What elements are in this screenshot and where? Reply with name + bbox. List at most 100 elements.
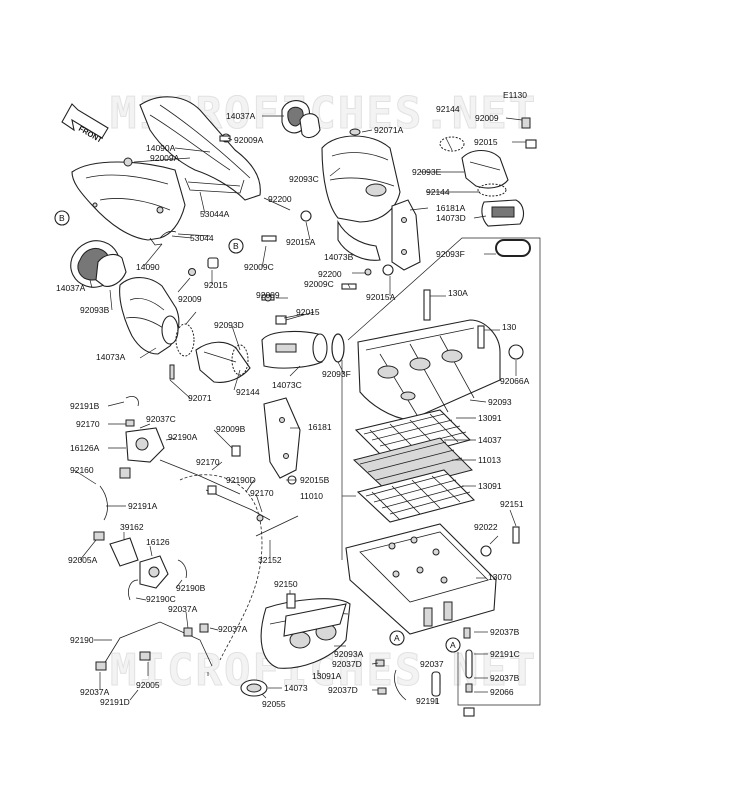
part-label: 92093A: [334, 649, 364, 659]
part-label: 92009C: [304, 279, 334, 289]
hose-92037: [431, 671, 441, 697]
part-label: 92015: [204, 280, 228, 290]
part-label: 92005A: [68, 555, 98, 565]
part-label: 92170: [76, 419, 100, 429]
part-label: 92200: [268, 194, 292, 204]
part-label: 11010: [300, 491, 323, 501]
part-label: 14090: [136, 262, 160, 272]
hose-92190: [103, 621, 213, 667]
seal-92093B: [95, 253, 127, 287]
seal-92093F-right: [495, 239, 531, 257]
cap-92066A: [508, 344, 524, 360]
part-label: 92009A: [234, 135, 264, 145]
part-label: 53044: [190, 233, 214, 243]
part-label: 16181: [308, 422, 332, 432]
part-label: 92009C: [244, 262, 274, 272]
part-label: 92144: [236, 387, 260, 397]
bracket-53044A: [184, 177, 245, 194]
part-label: 92037A: [80, 687, 110, 697]
part-label: 92190A: [168, 432, 198, 442]
part-label: 92190: [70, 635, 94, 645]
duct-14073B: [337, 219, 381, 261]
part-label: 14073: [284, 683, 308, 693]
part-label: 92009: [256, 290, 280, 300]
svg-text:B: B: [59, 213, 65, 223]
part-label: 92150: [274, 579, 298, 589]
part-label: 92170: [250, 488, 274, 498]
part-label: 92160: [70, 465, 94, 475]
part-label: 92093C: [289, 174, 319, 184]
part-label: 92191: [416, 696, 440, 706]
part-label: 92005: [136, 680, 160, 690]
clamp-92144-left: [175, 323, 195, 357]
part-label: 92037D: [332, 659, 362, 669]
cover-92093: [357, 319, 501, 421]
part-label: 92037C: [146, 414, 176, 424]
seal-92093F-left: [331, 333, 345, 363]
part-label: 92093E: [412, 167, 442, 177]
boot-92093E: [461, 149, 509, 189]
part-label: 92037: [420, 659, 444, 669]
part-label: 13091: [478, 413, 502, 423]
hose-92191: [394, 669, 407, 701]
part-label: 16126: [146, 537, 170, 547]
part-label: 92093F: [322, 369, 351, 379]
clamp-92144-top: [439, 136, 465, 152]
element-14037: [352, 437, 473, 493]
part-label: 92200: [318, 269, 342, 279]
part-label: 92037B: [490, 673, 520, 683]
part-label: 92015A: [366, 292, 396, 302]
hose-92190B: [177, 559, 187, 579]
part-label: 14090A: [146, 143, 176, 153]
leader-lines: [73, 115, 526, 704]
part-label: 92190D: [226, 475, 256, 485]
part-label: 14073B: [324, 252, 354, 262]
hose-92190C: [128, 579, 139, 601]
hose-92190A: [159, 459, 241, 495]
bolt-92150: [286, 593, 296, 609]
part-label: 11013: [478, 455, 501, 465]
part-label: 92190C: [146, 594, 176, 604]
part-label: 92190B: [176, 583, 206, 593]
callout-b-mid: [228, 238, 244, 254]
part-label: 92151: [500, 499, 524, 509]
front-arrow-icon: FRONT: [61, 103, 109, 145]
part-label: 13091: [478, 481, 502, 491]
bolt-92009A: [123, 157, 133, 167]
part-label: 92009: [178, 294, 202, 304]
part-label: 14037A: [56, 283, 86, 293]
part-label: 92015: [296, 307, 320, 317]
airbox-base-13070: [345, 523, 497, 635]
svg-text:A: A: [394, 633, 400, 643]
assembly-bracket: [347, 237, 541, 706]
part-label: 92015B: [300, 475, 330, 485]
part-label: 92144: [436, 104, 460, 114]
part-label: 14037A: [226, 111, 256, 121]
hose-92191A: [99, 485, 108, 521]
part-39162: [109, 537, 139, 567]
part-label: 13091A: [312, 671, 342, 681]
bolt-130A: [423, 289, 431, 321]
part-label: 92191C: [490, 649, 520, 659]
part-label: 92093B: [80, 305, 110, 315]
part-labels: 92144 92009 92015 92071A 92093C 92093E 9…: [56, 104, 530, 709]
part-label: 92009B: [216, 424, 246, 434]
part-label: 92015A: [286, 237, 316, 247]
part-label: 92037A: [168, 604, 198, 614]
part-label: 92093D: [214, 320, 244, 330]
part-label: 130: [502, 322, 516, 332]
part-label: 92009: [475, 113, 499, 123]
duct-bolt: [156, 206, 164, 214]
part-label: 92093F: [436, 249, 465, 259]
part-label: 16181A: [436, 203, 466, 213]
part-label: 92037B: [490, 627, 520, 637]
part-label: 92191A: [128, 501, 158, 511]
part-label: 92191D: [100, 697, 130, 707]
part-label: 13070: [488, 572, 512, 582]
part-label: 14073D: [436, 213, 466, 223]
callout-b-left: [54, 210, 70, 226]
grommet-92071A: [349, 128, 361, 136]
part-label: 92066A: [500, 376, 530, 386]
part-label: 92037D: [328, 685, 358, 695]
